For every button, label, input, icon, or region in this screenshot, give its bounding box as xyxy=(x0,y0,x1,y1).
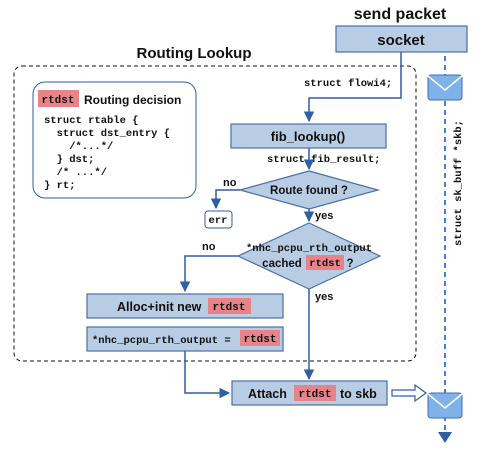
route-found-label: Route found ? xyxy=(270,185,348,197)
yes-label: yes xyxy=(315,210,333,222)
cached-prefix: cached xyxy=(262,258,302,270)
alloc-box: Alloc+init new rtdst xyxy=(86,293,284,319)
socket-box: socket xyxy=(335,25,468,53)
alloc-label: Alloc+init new xyxy=(117,300,202,314)
routing-lookup-region xyxy=(13,65,417,362)
rtdst-tag xyxy=(240,330,280,346)
cached-decision: *nhc_pcpu_rth_output cached rtdst ? xyxy=(236,222,382,290)
fib-lookup-box: fib_lookup() xyxy=(230,123,387,149)
attach-tag: rtdst xyxy=(298,389,331,401)
attach-box: Attach rtdst to skb xyxy=(231,380,388,406)
err-label: err xyxy=(209,215,228,227)
skb-label: struct sk_buff *skb; xyxy=(453,120,465,246)
flow-arrow xyxy=(184,351,231,399)
cached-tag: rtdst xyxy=(309,258,341,270)
legend-box: rtdst Routing decision struct rtable { s… xyxy=(0,0,214,199)
rtdst-tag xyxy=(306,255,344,270)
envelope-icon xyxy=(427,392,463,419)
flowi-label: struct flowi4; xyxy=(304,78,392,90)
socket-label: socket xyxy=(377,32,425,49)
legend-code: struct rtable { struct dst_entry { /*...… xyxy=(0,0,214,192)
flow-arrow xyxy=(210,189,240,210)
cached-suffix: ? xyxy=(346,258,353,270)
page-title: send packet xyxy=(354,6,447,23)
fib-result-label: struct fib_result; xyxy=(267,154,380,166)
rtdst-tag xyxy=(208,298,251,314)
legend-title: Routing decision xyxy=(84,93,181,107)
lifeline-arrowhead xyxy=(438,432,452,443)
attach-prefix: Attach xyxy=(248,387,287,401)
flow-arrow xyxy=(179,255,238,293)
route-found-decision: Route found ? xyxy=(237,170,381,210)
no-label: no xyxy=(202,241,216,253)
alloc-tag: rtdst xyxy=(212,302,245,314)
assign-box: *nhc_pcpu_rth_output = rtdst xyxy=(86,326,284,352)
fib-lookup-label: fib_lookup() xyxy=(271,129,345,144)
assign-tag: rtdst xyxy=(243,334,276,346)
rtdst-tag xyxy=(38,90,79,107)
no-label: no xyxy=(223,177,237,189)
flow-arrow xyxy=(303,52,402,123)
section-title: Routing Lookup xyxy=(137,45,252,62)
envelope-icon xyxy=(427,74,463,101)
cached-line1: *nhc_pcpu_rth_output xyxy=(246,243,372,255)
attach-to-skb-arrow xyxy=(391,383,428,403)
rtdst-tag xyxy=(294,385,336,401)
err-box: err xyxy=(204,210,233,229)
legend-tag: rtdst xyxy=(41,95,74,107)
assign-label: *nhc_pcpu_rth_output = xyxy=(92,335,231,347)
yes-label: yes xyxy=(315,291,333,303)
attach-suffix: to skb xyxy=(340,387,377,401)
